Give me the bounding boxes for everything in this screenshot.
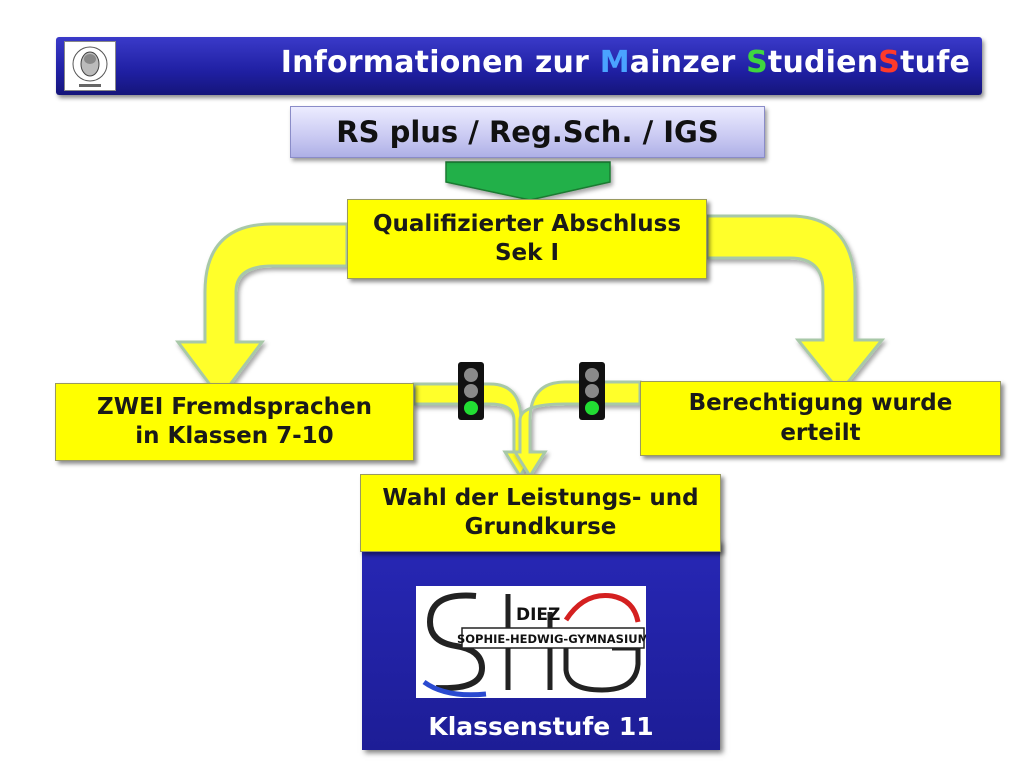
qualifier-line-2: Sek I bbox=[494, 240, 560, 266]
course-choice-line-2: Grundkurse bbox=[464, 514, 617, 540]
school-logo-band-text: SOPHIE-HEDWIG-GYMNASIUM bbox=[457, 632, 646, 646]
traffic-light-icon bbox=[458, 362, 484, 420]
authorization-line-2: erteilt bbox=[780, 419, 861, 446]
green-down-arrow bbox=[445, 161, 611, 201]
grade-11-panel: SOPHIE-HEDWIG-GYMNASIUM DIEZ Klassenstuf… bbox=[362, 540, 720, 750]
two-languages-line-1: ZWEI Fremdsprachen bbox=[97, 393, 372, 420]
school-types-label: RS plus / Reg.Sch. / IGS bbox=[336, 115, 719, 149]
traffic-light-icon bbox=[579, 362, 605, 420]
course-choice-line-1: Wahl der Leistungs- und bbox=[382, 484, 699, 511]
two-languages-line-2: in Klassen 7-10 bbox=[135, 423, 334, 449]
school-logo-top-text: DIEZ bbox=[516, 605, 560, 625]
qualifier-line-1: Qualifizierter Abschluss bbox=[372, 210, 682, 237]
grade-label: Klassenstufe 11 bbox=[428, 712, 654, 741]
authorization-box: Berechtigung wurde erteilt bbox=[640, 381, 1001, 456]
merge-arrow-right bbox=[512, 380, 642, 479]
school-logo: SOPHIE-HEDWIG-GYMNASIUM DIEZ bbox=[416, 586, 649, 698]
authorization-line-1: Berechtigung wurde bbox=[688, 390, 953, 417]
left-curved-arrow bbox=[175, 222, 349, 401]
page-title: Informationen zur Mainzer StudienStufe bbox=[280, 45, 970, 80]
school-types-box: RS plus / Reg.Sch. / IGS bbox=[290, 106, 765, 158]
two-languages-box: ZWEI Fremdsprachen in Klassen 7-10 bbox=[55, 383, 414, 461]
header-bar: Informationen zur Mainzer StudienStufe bbox=[56, 37, 982, 95]
course-choice-box: Wahl der Leistungs- und Grundkurse bbox=[360, 474, 721, 552]
qualifier-box: Qualifizierter Abschluss Sek I bbox=[347, 199, 707, 279]
school-portrait-logo-icon bbox=[64, 41, 116, 91]
right-curved-arrow bbox=[705, 214, 886, 395]
